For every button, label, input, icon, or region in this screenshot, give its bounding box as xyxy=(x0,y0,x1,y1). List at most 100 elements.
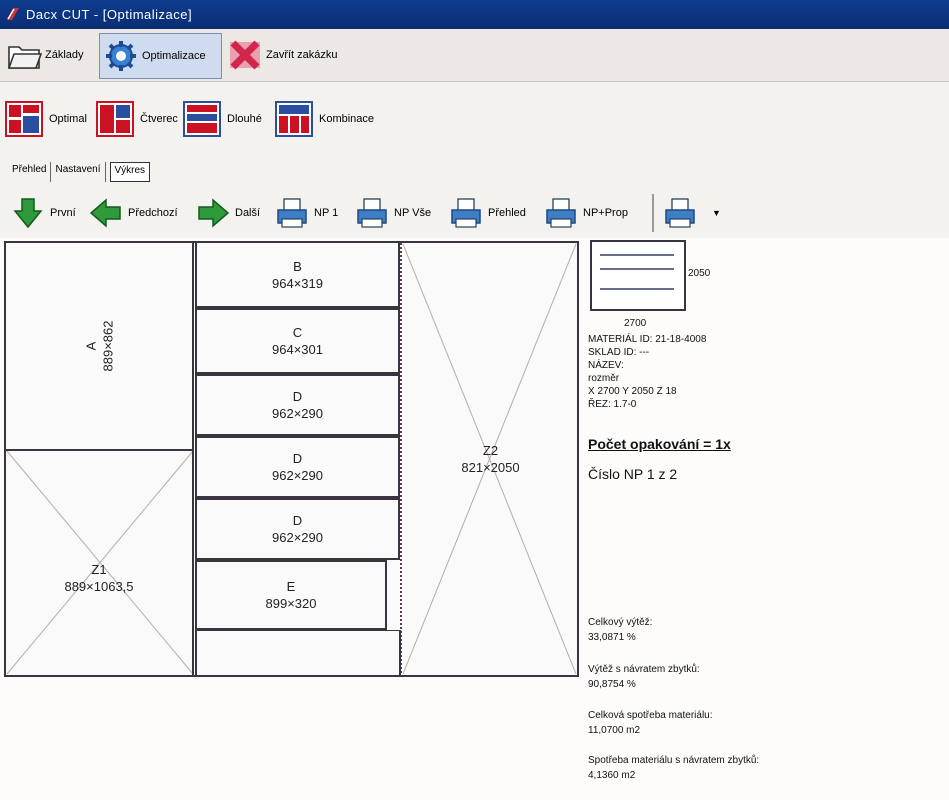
close-icon xyxy=(230,40,260,70)
print-all-label: NP Vše xyxy=(394,207,432,219)
printer-icon xyxy=(277,198,307,228)
piece-d-name: D xyxy=(292,389,303,404)
sheet-height: 2050 xyxy=(688,268,711,279)
piece-e-size: 899×320 xyxy=(265,596,317,611)
ctverec-label: Čtverec xyxy=(140,113,178,125)
optimal-button[interactable]: Optimal xyxy=(5,99,87,139)
zaklady-button[interactable]: Základy xyxy=(3,33,84,77)
optimal-label: Optimal xyxy=(49,113,87,125)
repeat-count: Počet opakování = 1x xyxy=(588,436,731,452)
print-dropdown-button[interactable]: ▼ xyxy=(664,195,721,231)
zavrit-zakazku-label: Zavřít zakázku xyxy=(266,49,338,61)
prorez: ŘEZ: 1.7-0 xyxy=(588,399,637,410)
printer-icon xyxy=(357,198,387,228)
sheet-width: 2700 xyxy=(624,318,647,329)
piece-d[interactable]: D 962×290 xyxy=(195,374,400,436)
print-preview-button[interactable]: Přehled xyxy=(450,195,526,231)
first-label: První xyxy=(50,207,76,219)
previous-label: Předchozí xyxy=(128,207,178,219)
arrow-down-icon xyxy=(13,198,43,229)
piece-c-size: 964×301 xyxy=(272,342,323,357)
waste-z2-size: 821×2050 xyxy=(461,460,520,475)
piece-a[interactable]: A 889×862 xyxy=(4,241,194,451)
stat-value: 4,1360 m2 xyxy=(588,770,636,781)
piece-d[interactable]: D 962×290 xyxy=(195,436,400,498)
dlouhe-button[interactable]: Dlouhé xyxy=(183,99,262,139)
waste-strip xyxy=(195,630,401,677)
waste-z1[interactable]: Z1 889×1063,5 xyxy=(4,449,194,677)
gear-icon xyxy=(106,41,136,71)
optimization-toolbar: Optimal Čtverec Dlouhé Kombinace xyxy=(0,96,949,142)
piece-b-size: 964×319 xyxy=(272,275,323,291)
print-np1-button[interactable]: NP 1 xyxy=(276,195,338,231)
print-all-button[interactable]: NP Vše xyxy=(356,195,431,231)
piece-e[interactable]: E 899×320 xyxy=(195,560,387,630)
waste-z1-size: 889×1063,5 xyxy=(64,579,134,594)
sklad-id: SKLAD ID: --- xyxy=(588,347,650,358)
piece-d-size: 962×290 xyxy=(272,406,323,421)
waste-z1-name: Z1 xyxy=(91,562,107,577)
optimalizace-button[interactable]: Optimalizace xyxy=(99,33,222,79)
piece-d[interactable]: D 962×290 xyxy=(195,498,400,560)
rozmer: rozměr xyxy=(588,373,620,384)
stat-value: 11,0700 m2 xyxy=(588,725,641,736)
piece-a-name: A xyxy=(82,341,98,351)
sheet-number: Číslo NP 1 z 2 xyxy=(588,466,678,482)
arrow-right-icon xyxy=(198,198,229,228)
stat-label: Celková spotřeba materiálu: xyxy=(588,710,713,721)
previous-button[interactable]: Předchozí xyxy=(90,195,178,231)
zaklady-label: Základy xyxy=(45,49,84,61)
print-preview-label: Přehled xyxy=(488,207,526,219)
view-tabs: Přehled Nastavení Výkres xyxy=(8,162,151,182)
piece-d-name: D xyxy=(292,451,303,466)
long-layout-icon xyxy=(183,101,221,137)
stat-label: Celkový výtěž: xyxy=(588,617,653,628)
combination-layout-icon xyxy=(275,101,313,137)
dimensions: X 2700 Y 2050 Z 18 xyxy=(588,386,677,397)
optimal-layout-icon xyxy=(5,101,43,137)
next-button[interactable]: Další xyxy=(197,195,260,231)
stat-label: Výtěž s návratem zbytků: xyxy=(588,664,700,675)
piece-c[interactable]: C 964×301 xyxy=(195,308,400,374)
waste-z2-name: Z2 xyxy=(482,443,499,458)
piece-d-size: 962×290 xyxy=(272,468,323,483)
piece-d-size: 962×290 xyxy=(272,530,323,545)
piece-d-name: D xyxy=(292,513,303,528)
chevron-down-icon[interactable]: ▼ xyxy=(712,208,721,218)
print-np1-label: NP 1 xyxy=(314,207,339,219)
piece-b-name: B xyxy=(293,258,302,274)
print-np-prop-label: NP+Prop xyxy=(583,207,628,219)
square-layout-icon xyxy=(96,101,134,137)
piece-b[interactable]: B 964×319 xyxy=(195,241,400,308)
printer-icon xyxy=(451,198,481,228)
material-id: MATERIÁL ID: 21-18-4008 xyxy=(588,334,707,345)
arrow-left-icon xyxy=(90,198,121,228)
printer-icon xyxy=(665,198,695,228)
stat-value: 33,0871 % xyxy=(588,632,636,643)
piece-c-name: C xyxy=(292,325,303,340)
stat-label: Spotřeba materiálu s návratem zbytků: xyxy=(588,755,760,766)
ctverec-button[interactable]: Čtverec xyxy=(96,99,178,139)
waste-z2[interactable]: Z2 821×2050 xyxy=(401,241,580,677)
kombinace-label: Kombinace xyxy=(319,113,375,125)
print-np-prop-button[interactable]: NP+Prop xyxy=(545,195,628,231)
piece-e-name: E xyxy=(286,579,296,594)
navigation-toolbar: První Předchozí Další NP 1 NP Vše xyxy=(0,192,949,234)
printer-icon xyxy=(546,198,576,228)
window-title: Dacx CUT - [Optimalizace] xyxy=(26,7,193,22)
dlouhe-label: Dlouhé xyxy=(227,113,262,125)
tab-nastaveni[interactable]: Nastavení xyxy=(51,162,106,182)
folder-icon xyxy=(7,46,42,69)
tab-vykres[interactable]: Výkres xyxy=(109,162,151,182)
first-button[interactable]: První xyxy=(12,195,76,231)
piece-a-size: 889×862 xyxy=(99,320,115,372)
next-label: Další xyxy=(235,207,261,219)
sheet-thumbnail xyxy=(590,240,686,311)
main-toolbar: Základy Optimalizace Zavřít zakázku xyxy=(0,29,949,82)
stat-value: 90,8754 % xyxy=(588,679,636,690)
app-icon xyxy=(7,8,19,20)
toolbar-separator xyxy=(652,194,654,232)
tab-prehled[interactable]: Přehled xyxy=(8,162,52,182)
kombinace-button[interactable]: Kombinace xyxy=(275,99,374,139)
zavrit-zakazku-button[interactable]: Zavřít zakázku xyxy=(224,33,338,77)
